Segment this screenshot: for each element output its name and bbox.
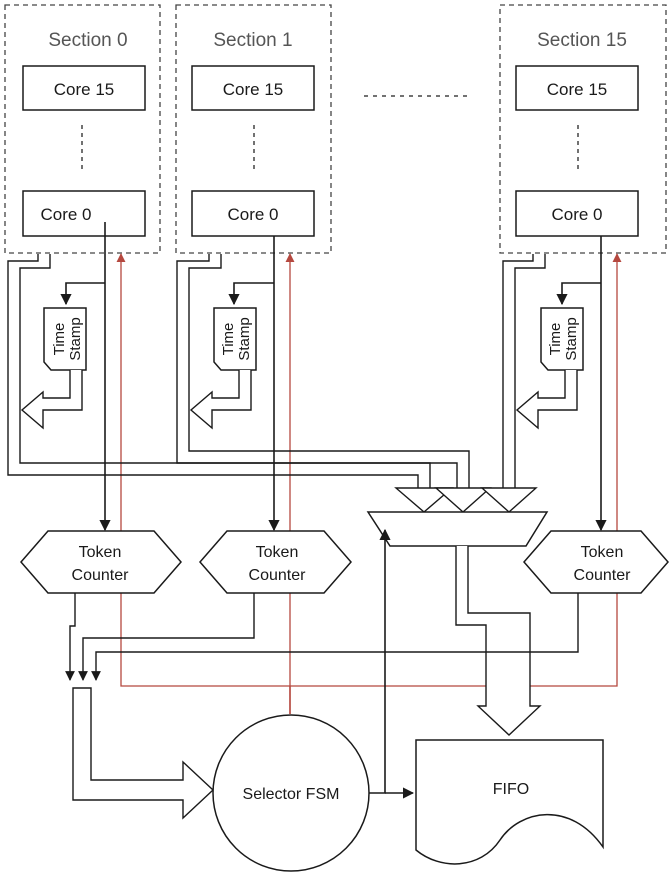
section-0-core-0-label: Core 0 — [40, 205, 91, 224]
section-15-core-15 — [515, 65, 639, 111]
token-counter-1: Token Counter — [199, 530, 352, 594]
section-15: Section 15 Core 15 Core 0 — [499, 4, 667, 254]
counter-15-output — [91, 593, 579, 681]
section-1-core-0 — [191, 190, 315, 237]
token-counter-1-line1: Token — [256, 544, 299, 561]
selector-outputs — [369, 528, 415, 799]
token-counter-15-shape — [523, 530, 669, 594]
timestamp-15-line2: Stamp — [563, 317, 580, 360]
section-0: Section 0 Core 15 Core 0 — [4, 4, 161, 254]
token-counter-15: Token Counter — [523, 530, 669, 594]
section-1: Section 1 Core 15 Core 0 — [175, 4, 332, 254]
section-0-core-0 — [22, 190, 146, 237]
section-0-core-15 — [22, 65, 146, 111]
section-1-core-15 — [191, 65, 315, 111]
counter-1-output — [78, 593, 255, 681]
fifo-label: FIFO — [493, 781, 529, 798]
fifo — [415, 739, 604, 865]
mux-input-arrow-1 — [434, 487, 492, 513]
mux-input-arrow-15 — [480, 487, 538, 513]
section-15-border — [499, 4, 667, 254]
bus-section-15-outer — [502, 254, 534, 490]
section-0-title: Section 0 — [48, 30, 127, 51]
bus-section-15-inner — [514, 254, 546, 490]
section-0-border — [4, 4, 161, 254]
section-1-border — [175, 4, 332, 254]
token-counter-0: Token Counter — [20, 530, 182, 594]
bus-section-0-outer — [7, 254, 419, 490]
section-15-core-15-label: Core 15 — [547, 80, 607, 99]
timestamp-1-line2: Stamp — [236, 317, 253, 360]
mux-output-bus — [455, 546, 542, 736]
timestamp-1-output-arrow — [189, 370, 252, 430]
section-15-core-0 — [515, 190, 639, 237]
bus-section-0-inner — [19, 254, 431, 490]
token-counter-0-line2: Counter — [72, 567, 130, 584]
counter-output-lines — [65, 593, 579, 681]
counters-to-selector-arrow — [72, 687, 215, 820]
mux-input-arrow-0 — [394, 487, 454, 513]
section-1-title: Section 1 — [213, 30, 292, 51]
section-15-core-0-label: Core 0 — [551, 205, 602, 224]
timestamp-0-shape — [43, 307, 87, 371]
timestamp-15-output-arrow — [515, 370, 578, 430]
data-buses — [7, 254, 546, 490]
mux-input-arrowheads — [394, 487, 538, 513]
timestamp-15: Time Stamp — [540, 307, 584, 371]
timestamp-0-line2: Stamp — [67, 317, 84, 360]
token-counter-1-line2: Counter — [249, 567, 307, 584]
token-counter-15-line1: Token — [581, 544, 624, 561]
counter-0-output — [65, 593, 76, 681]
timestamp-1: Time Stamp — [213, 307, 257, 371]
selector-fsm-label: Selector FSM — [243, 786, 340, 803]
timestamp-0-line1: Time — [51, 323, 68, 356]
timestamp-outputs — [20, 370, 578, 430]
section-15-title: Section 15 — [537, 30, 627, 51]
section-0-core-15-label: Core 15 — [54, 80, 114, 99]
branch-to-timestamp-0 — [60, 282, 105, 306]
feedback-line-section-15 — [289, 253, 622, 714]
selector-to-mux — [369, 528, 391, 794]
token-counter-0-line1: Token — [79, 544, 122, 561]
multiplexer — [366, 511, 549, 547]
feedback-line-section-0 — [116, 253, 291, 714]
timestamp-0: Time Stamp — [43, 307, 87, 371]
bus-section-1-inner — [188, 254, 470, 490]
bus-section-1-outer — [176, 254, 458, 490]
core-to-counter-lines — [60, 222, 607, 532]
timestamp-1-line1: Time — [220, 323, 237, 356]
token-counter-15-line2: Counter — [574, 567, 632, 584]
token-counter-0-shape — [20, 530, 182, 594]
timestamp-15-line1: Time — [547, 323, 564, 356]
branch-to-timestamp-15 — [556, 282, 601, 306]
timestamp-0-output-arrow — [20, 370, 83, 430]
section-1-core-0-label: Core 0 — [227, 205, 278, 224]
token-counter-1-shape — [199, 530, 352, 594]
feedback-lines — [116, 253, 622, 714]
section-1-core-15-label: Core 15 — [223, 80, 283, 99]
branch-to-timestamp-1 — [228, 282, 274, 306]
